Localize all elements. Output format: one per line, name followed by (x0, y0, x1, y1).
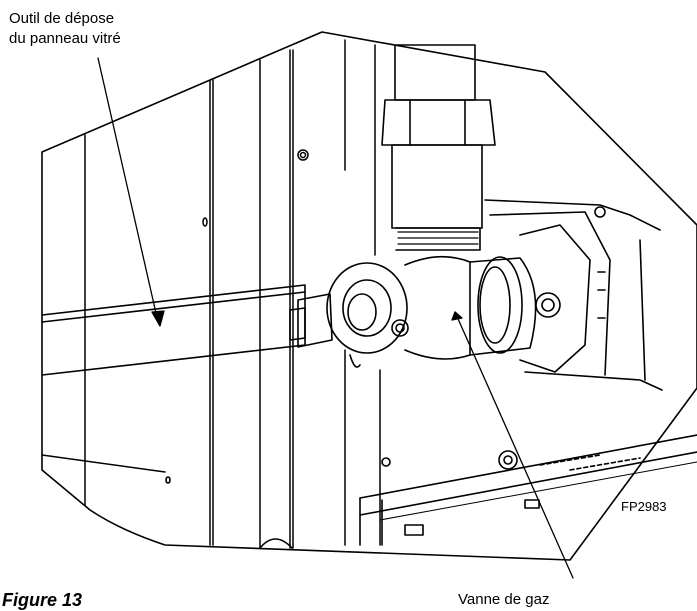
valve-callout: Vanne de gaz (458, 591, 550, 608)
valve-body (326, 224, 591, 373)
illustration-frame (41, 31, 697, 561)
frame-panels (41, 39, 381, 549)
figure-caption: Figure 13 (2, 590, 83, 610)
control-housing (484, 199, 663, 391)
gas-pipe (381, 44, 496, 251)
leader-lines (97, 57, 574, 579)
tool-callout-line-2: du panneau vitré (9, 30, 121, 47)
figure-code: FP2983 (621, 499, 667, 514)
tool-callout: Outil de dépose du panneau vitré (9, 9, 121, 49)
tool-callout-line-1: Outil de dépose (9, 10, 115, 27)
lower-manifold (165, 434, 697, 549)
glass-removal-tool (41, 284, 333, 376)
